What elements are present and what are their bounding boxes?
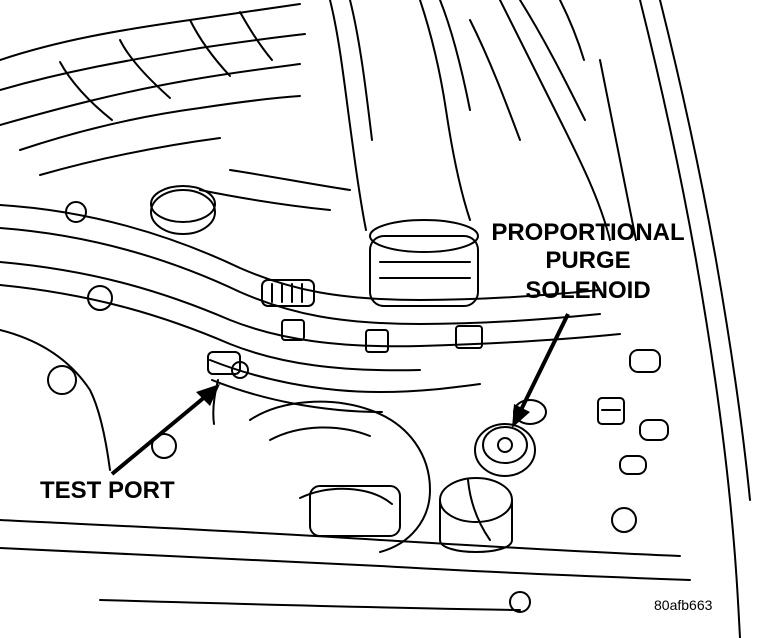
hose-clamp bbox=[261, 279, 315, 307]
reservoir bbox=[369, 219, 479, 307]
callout-arrows bbox=[110, 313, 570, 476]
solenoid-arrow-head bbox=[512, 404, 530, 428]
solenoid-label-line3: SOLENOID bbox=[525, 277, 650, 304]
upper-canister bbox=[150, 185, 216, 235]
line-fittings bbox=[281, 319, 483, 353]
mounting-bolts bbox=[509, 397, 637, 613]
throttle-body bbox=[249, 400, 431, 553]
purge-solenoid-body bbox=[467, 399, 547, 541]
intake-manifold-runners bbox=[0, 3, 306, 176]
lower-canister bbox=[439, 477, 513, 553]
solenoid-leader-line bbox=[518, 313, 570, 413]
test-port-arrow-head bbox=[196, 384, 220, 406]
test-port-label: TEST PORT bbox=[40, 477, 175, 504]
valve-cover bbox=[329, 0, 611, 241]
lower-crossmember bbox=[0, 519, 691, 611]
figure-reference: 80afb663 bbox=[654, 597, 713, 613]
solenoid-label-line1: PROPORTIONAL bbox=[491, 219, 684, 246]
inner-fender-panel bbox=[559, 0, 751, 638]
solenoid-label-line2: PURGE bbox=[545, 247, 630, 274]
test-port-leader-line bbox=[110, 394, 208, 476]
test-port-fitting bbox=[207, 351, 249, 425]
timing-cover bbox=[0, 201, 177, 471]
